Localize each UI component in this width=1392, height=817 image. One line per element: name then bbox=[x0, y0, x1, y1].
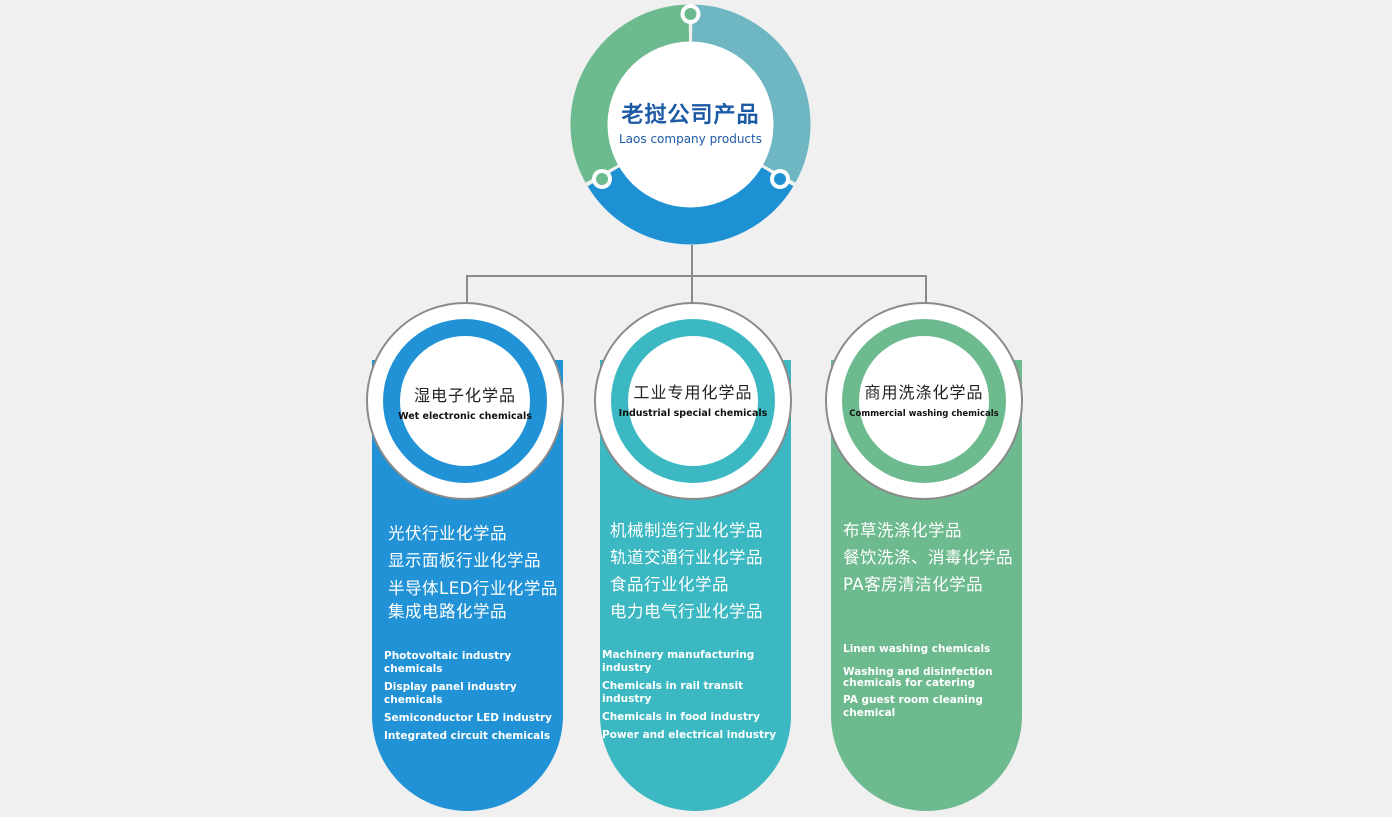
list-item: 光伏行业化学品 bbox=[388, 524, 507, 543]
category-ring-center bbox=[859, 336, 989, 466]
list-item: Display panel industry chemicals bbox=[384, 681, 517, 706]
category-title-cn: 商用洗涤化学品 bbox=[864, 383, 984, 402]
puzzle-knob-top bbox=[684, 8, 697, 20]
list-item: 布草洗涤化学品 bbox=[843, 521, 962, 540]
hub-puzzle-ring bbox=[570, 4, 811, 245]
hub-subtitle: Laos company products bbox=[619, 132, 762, 146]
list-item: Machinery manufacturing industry bbox=[602, 649, 755, 674]
category-items-cn: 机械制造行业化学品 轨道交通行业化学品 食品行业化学品 电力电气行业化学品 bbox=[610, 517, 763, 625]
hub-title: 老挝公司产品 bbox=[621, 103, 760, 128]
puzzle-knob-left bbox=[596, 173, 608, 185]
category-items-en: Photovoltaic industry chemicals Display … bbox=[384, 650, 564, 748]
list-item: 餐饮洗涤、消毒化学品 bbox=[843, 548, 1013, 567]
list-item: Washing and disinfection chemicals for c… bbox=[843, 666, 993, 689]
list-item: 轨道交通行业化学品 bbox=[610, 548, 763, 567]
hub-segment-teal bbox=[691, 4, 811, 183]
category-title-cn: 湿电子化学品 bbox=[413, 386, 516, 405]
category-ring-center bbox=[628, 336, 758, 466]
hub-center bbox=[607, 41, 774, 208]
category-commercial-washing: 商用洗涤化学品 Commercial washing chemicals 布草洗… bbox=[825, 300, 1029, 812]
category-items-en: Linen washing chemicals Washing and disi… bbox=[843, 643, 1025, 725]
category-items-en: Machinery manufacturing industry Chemica… bbox=[602, 649, 792, 747]
category-items-cn: 光伏行业化学品 显示面板行业化学品 半导体LED行业化学品 集成电路化学品 bbox=[388, 520, 558, 622]
category-title-en: Commercial washing chemicals bbox=[849, 409, 999, 419]
list-item: Chemicals in food industry bbox=[602, 711, 760, 723]
list-item: 显示面板行业化学品 bbox=[388, 551, 541, 570]
list-item: Semiconductor LED industry bbox=[384, 712, 553, 724]
category-ring-center bbox=[400, 336, 530, 466]
category-title-cn: 工业专用化学品 bbox=[633, 383, 753, 402]
list-item: 半导体LED行业化学品 bbox=[388, 579, 558, 598]
list-item: Power and electrical industry bbox=[602, 729, 777, 741]
list-item: Integrated circuit chemicals bbox=[384, 730, 551, 742]
hub-segment-blue bbox=[587, 166, 794, 245]
list-item: PA guest room cleaning chemical bbox=[843, 694, 983, 719]
list-item: 电力电气行业化学品 bbox=[610, 602, 763, 621]
category-wet-electronic: 湿电子化学品 Wet electronic chemicals 光伏行业化学品 … bbox=[366, 300, 570, 812]
category-title-en: Industrial special chemicals bbox=[618, 408, 768, 419]
category-title-en: Wet electronic chemicals bbox=[398, 411, 532, 422]
hub-circle: 老挝公司产品 Laos company products bbox=[570, 4, 811, 245]
list-item: 机械制造行业化学品 bbox=[610, 521, 763, 540]
list-item: 集成电路化学品 bbox=[388, 602, 507, 621]
puzzle-knob-right bbox=[774, 173, 786, 185]
list-item: Linen washing chemicals bbox=[843, 643, 991, 655]
list-item: 食品行业化学品 bbox=[610, 575, 729, 594]
list-item: Chemicals in rail transit industry bbox=[602, 680, 744, 705]
category-industrial-special: 工业专用化学品 Industrial special chemicals 机械制… bbox=[594, 300, 798, 812]
list-item: PA客房清洁化学品 bbox=[843, 575, 984, 594]
hub-segment-green bbox=[570, 4, 690, 183]
list-item: Photovoltaic industry chemicals bbox=[384, 650, 512, 675]
category-items-cn: 布草洗涤化学品 餐饮洗涤、消毒化学品 PA客房清洁化学品 bbox=[843, 517, 1013, 598]
